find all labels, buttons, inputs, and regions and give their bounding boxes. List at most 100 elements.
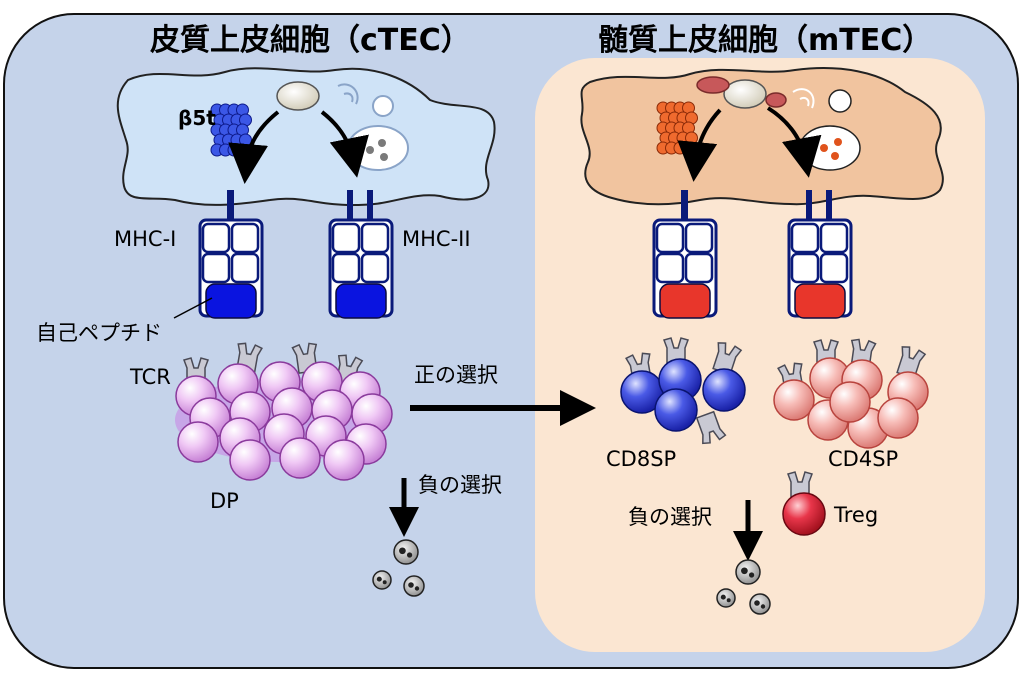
apoptotic-cell	[716, 588, 736, 608]
cd4sp-label: CD4SP	[828, 447, 898, 471]
mtec-negative-selection-label: 負の選択	[628, 505, 712, 529]
apoptotic-fragment	[382, 580, 387, 585]
mtec-arrow-mhc1	[677, 108, 722, 182]
mhc-domain	[655, 252, 685, 284]
cd8sp-label: CD8SP	[606, 447, 676, 471]
apoptotic-fragment	[399, 547, 406, 555]
apoptotic-fragment	[741, 567, 748, 575]
mtec-endosome-peptide	[820, 144, 828, 152]
peptide-leader-line	[173, 297, 213, 319]
mhc2-label: MHC-II	[402, 227, 471, 251]
apoptotic-fragment	[748, 572, 755, 578]
cd4sp-cell	[773, 379, 815, 421]
ctec-arrow-mhc2	[320, 110, 369, 178]
ctec-endosome-peptide	[366, 146, 374, 154]
mhc1-label: MHC-I	[114, 227, 176, 251]
tcr-label: TCR	[129, 365, 171, 389]
ctec-endosome	[347, 125, 409, 171]
apoptotic-cell	[372, 570, 392, 590]
dp-thymocyte	[279, 437, 321, 479]
mhc-stalk	[367, 190, 373, 224]
mhc-domain	[331, 252, 361, 284]
mhc1-mtec-icon	[652, 190, 718, 319]
tcr-chain	[695, 410, 727, 445]
mtec-panel	[535, 58, 985, 652]
ctec-negative-selection-label: 負の選択	[418, 473, 502, 497]
self-peptide	[794, 283, 846, 319]
apoptotic-fragment	[760, 604, 766, 609]
self-peptide	[335, 283, 387, 319]
cd8sp-cell	[654, 388, 698, 432]
mhc-domain	[230, 222, 260, 254]
ctec-cell	[116, 67, 496, 207]
apoptotic-cell	[403, 575, 425, 597]
mhc2-ctec-icon	[328, 190, 394, 319]
mtec-vesicle-small	[828, 89, 852, 113]
dp-label: DP	[210, 489, 239, 513]
beta5t-proteasome-icon	[210, 103, 252, 157]
peptide-label: 自己ペプチド	[36, 321, 162, 345]
self-peptide	[205, 283, 257, 319]
mhc2-mtec-icon	[787, 190, 853, 319]
cd8sp-cell	[702, 368, 746, 412]
ctec-endosome-peptide	[378, 139, 386, 147]
mtec-er-icon	[792, 88, 815, 109]
dp-thymocyte	[229, 439, 271, 481]
mhc-stalk	[681, 190, 688, 224]
mhc-domain	[331, 222, 361, 254]
positive-selection-label: 正の選択	[414, 363, 498, 387]
apoptotic-fragment	[414, 586, 420, 591]
ctec-er-icon	[337, 83, 359, 105]
mhc-stalk	[347, 190, 353, 224]
apoptotic-cell	[735, 559, 761, 585]
mhc-domain	[790, 222, 820, 254]
mhc-domain	[360, 252, 390, 284]
mhc-domain	[201, 252, 231, 284]
apoptotic-fragment	[376, 576, 382, 582]
mtec-endosome-peptide	[834, 138, 842, 146]
apoptotic-fragment	[406, 552, 413, 558]
apoptotic-cell	[393, 539, 419, 565]
treg-label: Treg	[833, 503, 878, 527]
mtec-arrow-mhc2	[766, 106, 822, 178]
treg-cell-icon	[782, 471, 826, 536]
mhc-domain	[230, 252, 260, 284]
cd4sp-cell	[877, 397, 919, 439]
ctec-endosome-peptide	[380, 153, 388, 161]
apoptotic-fragment	[726, 598, 731, 603]
ctec-nucleus	[276, 81, 320, 111]
cd4sp-cell	[829, 381, 871, 423]
dp-thymocyte	[177, 421, 219, 463]
ctec-apoptotic-cells-icon	[372, 539, 425, 597]
mtec-nucleus	[723, 79, 767, 109]
dp-thymocyte-cluster	[175, 342, 393, 481]
mtec-aire-icon	[765, 92, 787, 108]
tcr-receptor	[712, 342, 743, 376]
mtec-endosome-peptide	[831, 152, 839, 160]
tcr-chain	[712, 342, 743, 376]
mhc-domain	[684, 252, 714, 284]
ctec-arrow-mhc1	[228, 110, 280, 184]
mtec-title: 髄質上皮細胞（mTEC）	[598, 23, 932, 58]
mhc1-ctec-icon	[198, 190, 264, 319]
self-peptide	[659, 283, 711, 319]
tcr-receptor	[896, 346, 927, 380]
mhc-domain	[201, 222, 231, 254]
cd8sp-cluster	[620, 337, 746, 445]
mhc-domain	[684, 222, 714, 254]
ctec-title: 皮質上皮細胞（cTEC）	[150, 23, 471, 58]
mtec-aire-icon	[696, 76, 730, 94]
mhc-domain	[360, 222, 390, 254]
apoptotic-fragment	[408, 582, 414, 588]
mhc-domain	[790, 252, 820, 284]
mtec-endosome	[799, 125, 861, 171]
tcr-chain	[896, 346, 927, 380]
cd4sp-cluster	[773, 338, 929, 449]
apoptotic-fragment	[720, 594, 726, 600]
mhc-domain	[655, 222, 685, 254]
proteasome-subunit	[682, 141, 695, 155]
apoptotic-cell	[749, 593, 771, 615]
mhc-domain	[819, 222, 849, 254]
mhc-stalk	[227, 190, 234, 224]
thymoproteasome-icon	[656, 101, 698, 155]
